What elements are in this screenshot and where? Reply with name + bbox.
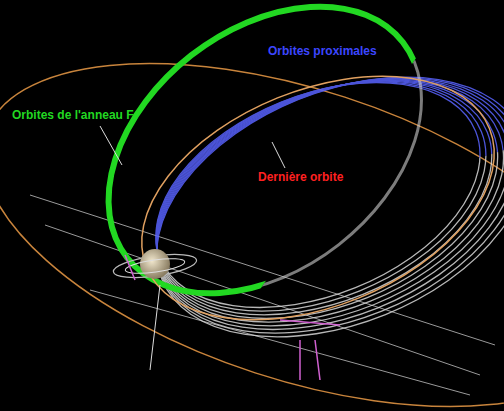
- orbit-stroke: [119, 28, 504, 382]
- orbit-stroke: [120, 31, 504, 374]
- orbit-label: Orbites proximales: [268, 44, 377, 58]
- orbit-stroke: [119, 27, 504, 387]
- orbit-stroke: [120, 30, 504, 379]
- orbit-stroke: [122, 37, 504, 356]
- orbit-stroke: [122, 36, 504, 361]
- orbit-label: Orbites de l'anneau F: [12, 108, 134, 122]
- orbit-label: Dernière orbite: [258, 170, 343, 184]
- orbit-stroke: [121, 33, 504, 370]
- orbit-stroke: [119, 27, 504, 387]
- orbit-stroke: [121, 34, 504, 365]
